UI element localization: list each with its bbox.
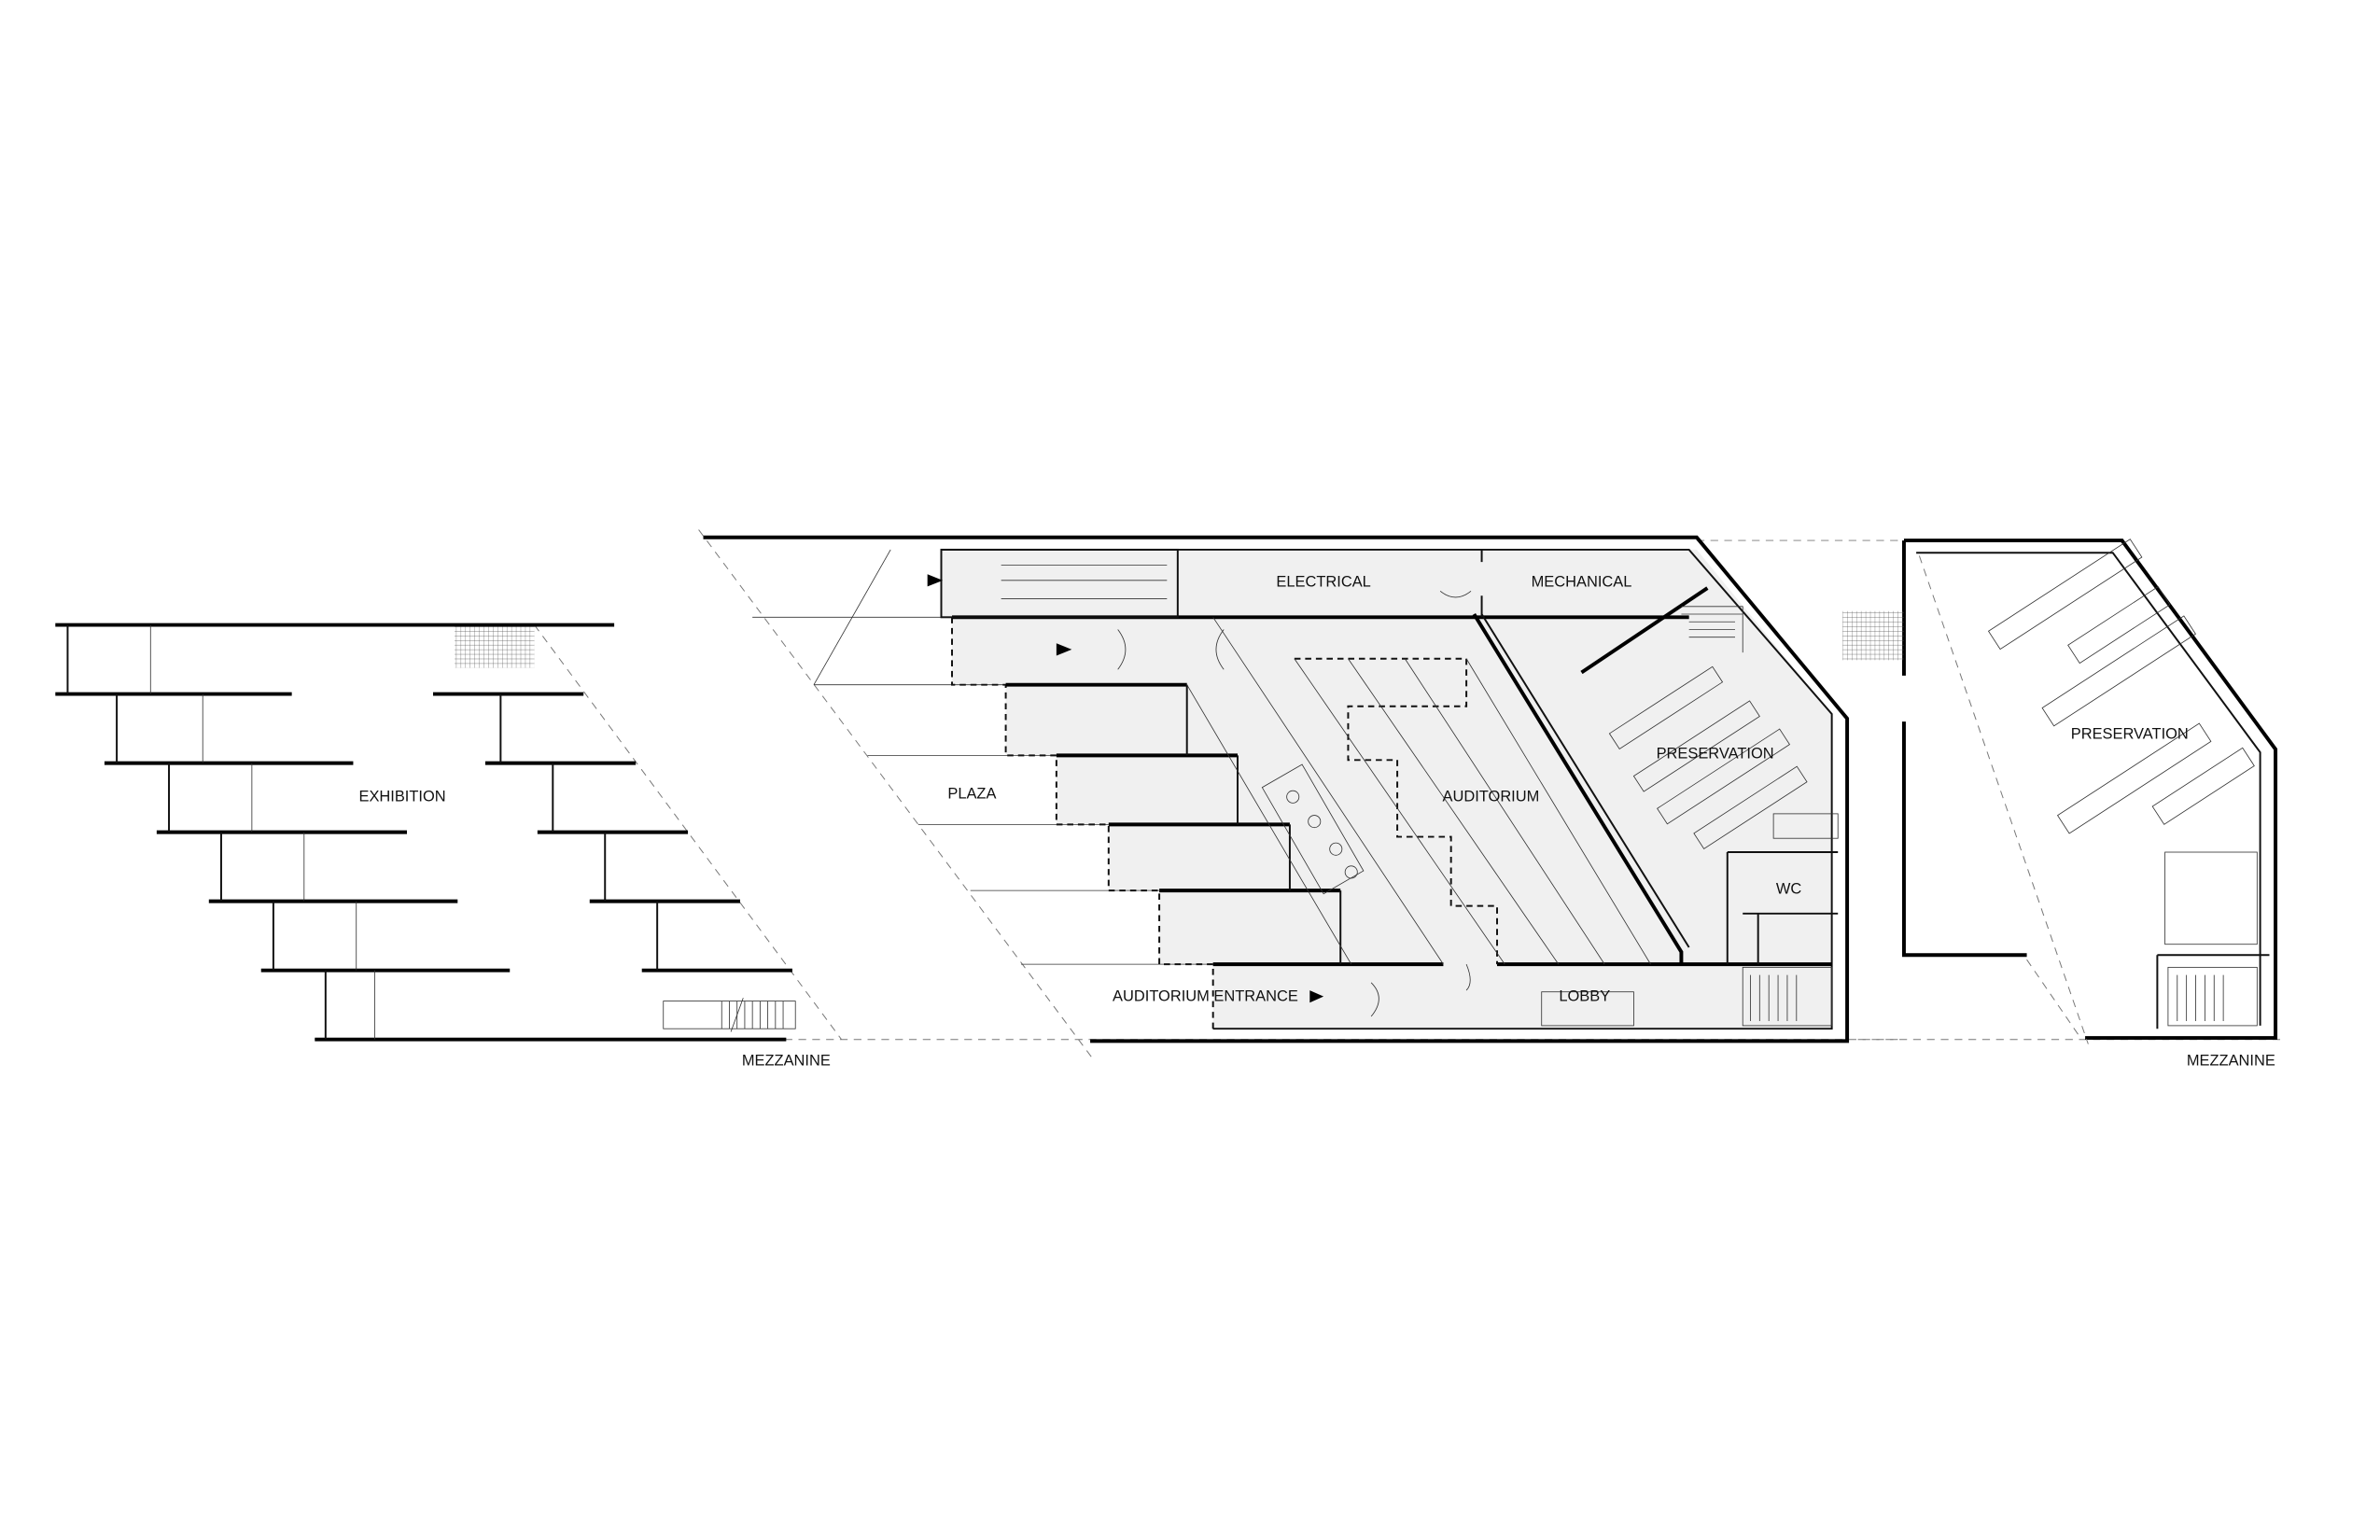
label-mezzanine-left: MEZZANINE [742, 1053, 831, 1070]
outer-wall [703, 535, 1850, 1043]
label-preservation: PRESERVATION [1657, 746, 1774, 763]
plaza-steps [752, 549, 1213, 965]
exhibition-section: EXHIBITION MEZZANINE [55, 623, 1904, 1070]
stair [663, 998, 796, 1032]
stepped-blocks [927, 548, 1832, 1029]
ground-floor-plan: ELECTRICAL MECHANICAL PRESERVATION AUDIT… [698, 529, 1904, 1060]
label-mezzanine-right: MEZZANINE [2187, 1053, 2275, 1070]
interior-floor [941, 549, 1832, 1029]
slabs [55, 623, 792, 1042]
label-preservation-mezzanine: PRESERVATION [2071, 725, 2189, 742]
label-plaza: PLAZA [947, 785, 996, 802]
hatched-stair-block [455, 624, 535, 668]
mezzanine-plan: PRESERVATION MEZZANINE [1842, 539, 2280, 1070]
hatched-stair-block [1842, 610, 1904, 661]
label-mechanical: MECHANICAL [1532, 573, 1632, 590]
preservation-room [1472, 586, 1839, 1027]
auditorium-seating [1117, 549, 1651, 1017]
label-auditorium: AUDITORIUM [1443, 789, 1540, 805]
label-exhibition: EXHIBITION [358, 789, 445, 805]
label-auditorium-entrance: AUDITORIUM ENTRANCE [1113, 988, 1298, 1005]
label-wc: WC [1776, 880, 1802, 897]
columns [66, 624, 659, 1040]
mezzanine-outer-wall [1903, 539, 2278, 1041]
label-lobby: LOBBY [1559, 988, 1610, 1005]
label-electrical: ELECTRICAL [1276, 573, 1370, 590]
